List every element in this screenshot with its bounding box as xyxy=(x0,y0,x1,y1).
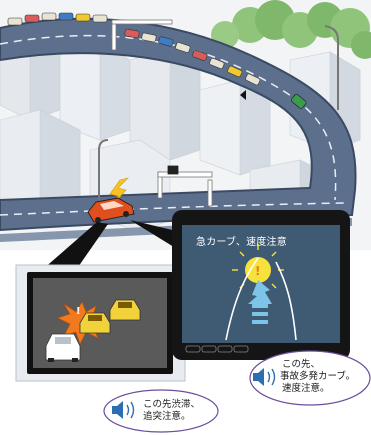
lane-line-lower xyxy=(0,202,346,216)
svg-text:!: ! xyxy=(255,264,260,278)
highway-road xyxy=(0,17,357,232)
left-monitor: ! xyxy=(15,264,186,382)
pointer-arrow xyxy=(240,90,246,100)
bubble-right-line3: 速度注意。 xyxy=(282,383,330,394)
traffic-jam-cars xyxy=(7,12,307,109)
voice-bubble-right xyxy=(249,350,371,406)
lane-line-upper xyxy=(0,34,337,201)
voice-bubble-left xyxy=(103,389,219,433)
street-lamps xyxy=(98,25,339,200)
bubble-right-line1: この先、 xyxy=(282,359,321,370)
right-monitor: ! xyxy=(172,210,350,360)
bubble-left-line2: 追突注意。 xyxy=(143,411,191,422)
speaker-icon xyxy=(253,368,276,386)
screen-title: 急カーブ、速度注意 xyxy=(196,237,287,248)
gantry-far xyxy=(111,19,173,51)
bubble-left-line1: この先渋滞、 xyxy=(143,399,201,410)
gantry-near xyxy=(157,165,213,207)
svg-text:!: ! xyxy=(76,306,81,317)
warning-icon xyxy=(245,257,271,283)
callout-beam-left xyxy=(42,222,108,270)
curve-arrow-icon xyxy=(248,280,272,324)
speaker-icon xyxy=(112,401,135,419)
bubble-right-line2: 事故多発カーブ。 xyxy=(280,371,356,382)
red-car xyxy=(87,197,135,223)
